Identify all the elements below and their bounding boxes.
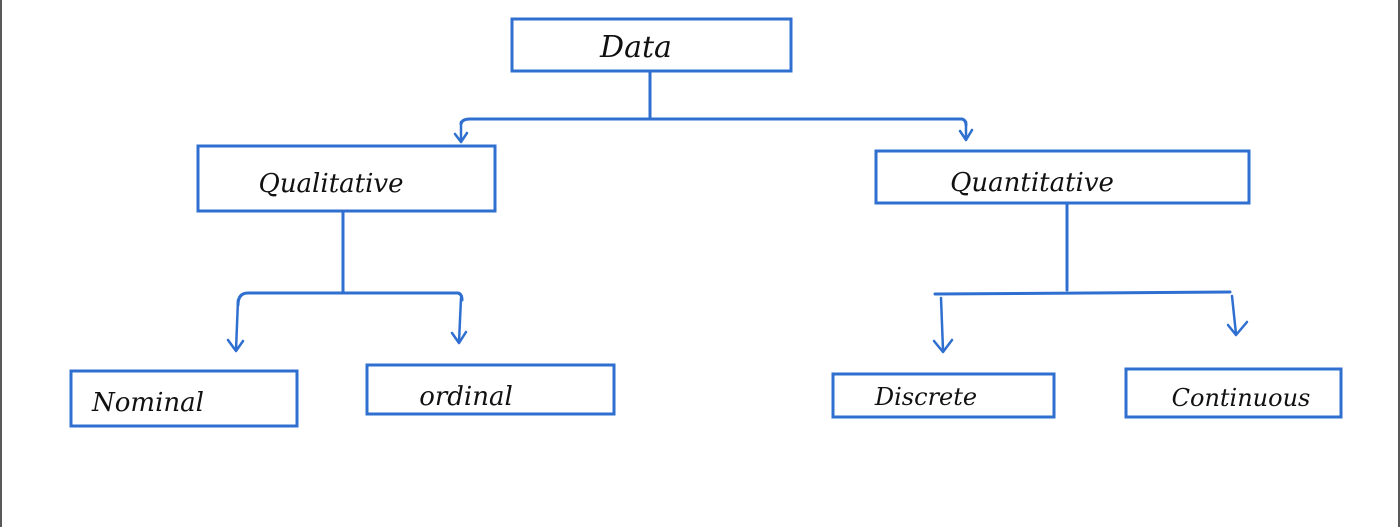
node-discrete-label: Discrete [874,383,977,411]
node-ordinal-box [365,363,616,416]
node-qualitative: Qualitative [196,144,497,213]
node-continuous-label: Continuous [1172,384,1311,412]
node-discrete-box [831,372,1056,419]
node-nominal-box [69,369,299,428]
qualitative-horizontal-connector [236,291,464,307]
root-horizontal-connector [459,117,968,127]
node-ordinal: ordinal [365,363,616,416]
arrow-to-continuous [1226,294,1249,337]
node-nominal: Nominal [69,369,299,428]
arrow-to-quantitative [958,120,974,142]
node-discrete: Discrete [831,372,1056,419]
arrow-to-ordinal [450,296,468,345]
node-data-label: Data [599,30,672,65]
node-quantitative-label: Quantitative [950,168,1114,198]
arrow-to-nominal [226,298,245,353]
node-quantitative: Quantitative [874,149,1251,205]
node-data: Data [510,17,793,73]
node-quantitative-box [874,149,1251,205]
node-continuous-box [1124,367,1343,419]
node-qualitative-box [196,144,497,213]
node-continuous: Continuous [1124,367,1343,419]
node-nominal-label: Nominal [91,388,204,418]
arrow-to-discrete [932,296,954,354]
node-qualitative-label: Qualitative [259,169,404,199]
connectors [226,70,1249,354]
quantitative-horizontal-connector [933,290,1232,296]
arrow-to-qualitative [453,120,469,144]
node-ordinal-label: ordinal [419,382,513,412]
node-data-box [510,17,793,73]
